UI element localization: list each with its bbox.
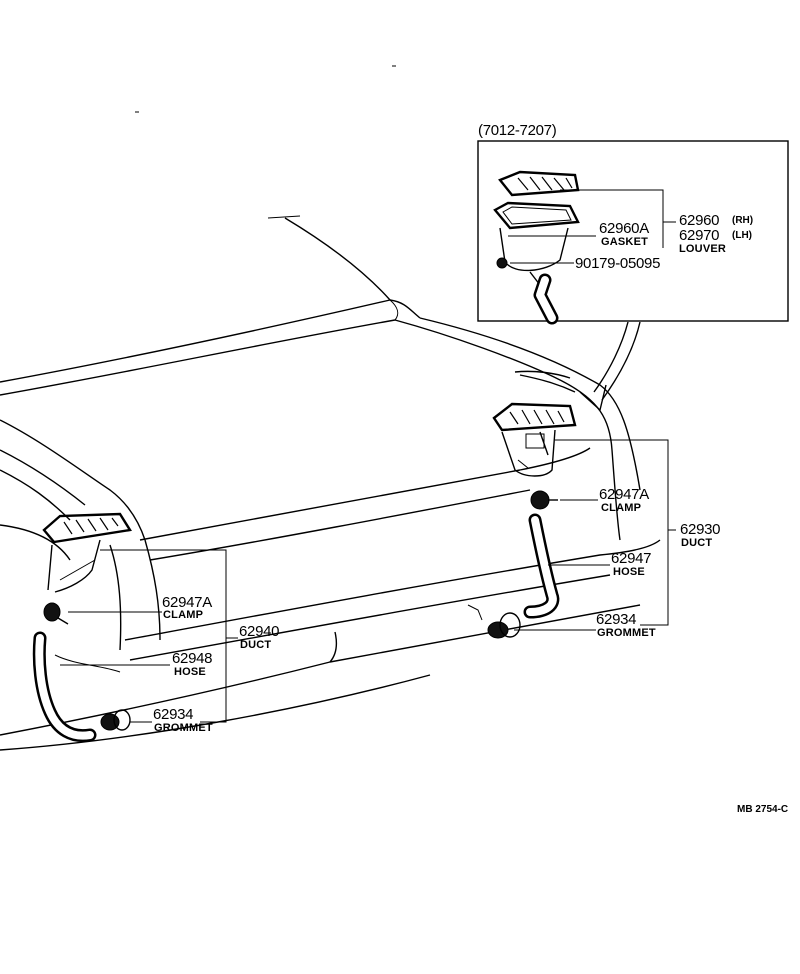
drawing-code: MB 2754-C [737, 804, 789, 815]
part-name-right-hose: HOSE [613, 566, 645, 578]
part-name-right-duct: DUCT [681, 537, 713, 549]
part-number-right-hose: 62947 [611, 550, 652, 567]
part-name-right-grommet: GROMMET [597, 627, 656, 639]
part-number-left-grommet: 62934 [153, 706, 194, 723]
side-label-rh: (RH) [732, 215, 754, 226]
part-number-louver-lh: 62970 [679, 227, 720, 244]
part-number-right-duct: 62930 [680, 521, 721, 538]
part-number-gasket: 62960A [599, 220, 649, 237]
part-name-louver: LOUVER [679, 243, 727, 255]
part-name-left-hose: HOSE [174, 666, 206, 678]
right-assembly-drawing [487, 402, 577, 639]
left-assembly-drawing [32, 512, 132, 743]
inset-frame [477, 140, 789, 322]
part-name-right-clamp: CLAMP [601, 502, 642, 514]
part-name-left-duct: DUCT [240, 639, 272, 651]
inset-model-range: (7012-7207) [478, 122, 557, 139]
part-number-right-grommet: 62934 [596, 611, 637, 628]
part-number-louver-rh: 62960 [679, 212, 720, 229]
car-body-outline [0, 65, 661, 751]
part-number-left-clamp: 62947A [162, 594, 212, 611]
part-name-gasket: GASKET [601, 236, 649, 248]
part-name-left-clamp: CLAMP [163, 609, 204, 621]
part-number-screw: 90179-05095 [575, 255, 661, 272]
part-number-left-hose: 62948 [172, 650, 213, 667]
part-number-right-clamp: 62947A [599, 486, 649, 503]
inset-louver-drawing [493, 170, 580, 325]
part-number-left-duct: 62940 [239, 623, 280, 640]
part-name-left-grommet: GROMMET [154, 722, 213, 734]
side-label-lh: (LH) [732, 230, 752, 241]
